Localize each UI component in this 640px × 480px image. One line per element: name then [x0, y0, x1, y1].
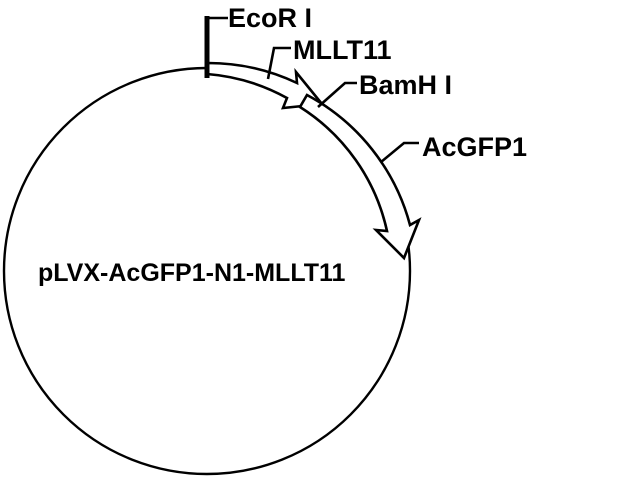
mllt11-leader-line [266, 46, 291, 80]
ecori-label: EcoR I [228, 3, 312, 33]
acgfp1-label: AcGFP1 [422, 132, 527, 162]
acgfp1-feature-arrow [298, 93, 422, 261]
mllt11-label: MLLT11 [293, 35, 392, 65]
bamhi-leader-line [317, 81, 357, 108]
plasmid-name-label: pLVX-AcGFP1-N1-MLLT11 [38, 259, 346, 287]
bamhi-label: BamH I [359, 70, 452, 100]
acgfp1-leader-line [380, 141, 419, 164]
